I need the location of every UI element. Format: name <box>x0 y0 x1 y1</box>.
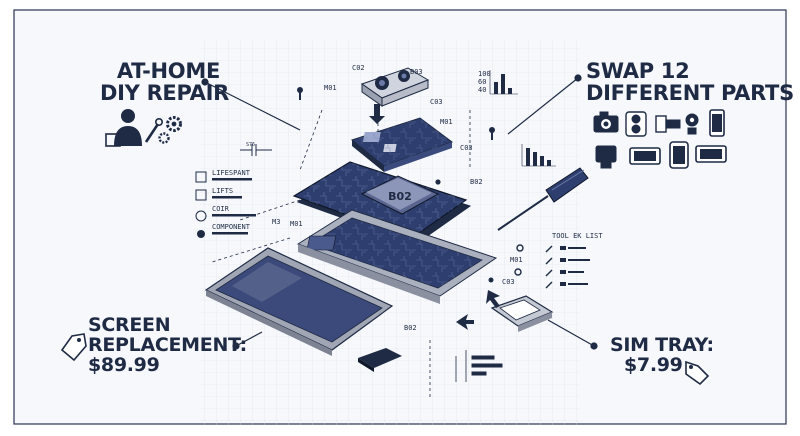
label-c03-right: C03 <box>502 278 515 286</box>
label-c03-top: C03 <box>430 98 443 106</box>
swap-parts-icons <box>593 109 727 169</box>
wrench-icon <box>144 118 164 143</box>
leader-sim <box>547 319 595 347</box>
tool-list-title: TOOL EK LIST <box>552 232 603 240</box>
tool-list: TOOL EK LIST <box>545 232 603 289</box>
clipboard-icon <box>105 133 121 147</box>
camera-icon <box>593 111 619 133</box>
label-m01-right: M01 <box>510 256 523 264</box>
label-c03-mid: C03 <box>460 144 473 152</box>
leader-diy-dot <box>201 78 209 86</box>
screen-callout: SCREEN REPLACEMENT: $89.99 <box>88 314 247 376</box>
legend-lifts: LIFTS <box>212 187 233 195</box>
chip-icon <box>595 145 617 169</box>
swap-line1: SWAP 12 <box>586 59 690 83</box>
phone-icon <box>709 109 725 137</box>
webcam-icon <box>685 113 699 135</box>
label-m3: M3 <box>272 218 280 226</box>
legend-component: COMPONENT <box>212 223 251 231</box>
capacitor-symbol <box>240 144 272 156</box>
label-b02-side: B02 <box>470 178 483 186</box>
gear-icon <box>158 116 182 144</box>
sub-board <box>350 117 454 172</box>
screen-flex <box>358 348 402 368</box>
sim-tray <box>490 295 554 332</box>
arrow-down <box>369 104 385 124</box>
mini-chart: 100 60 40 <box>478 70 556 167</box>
battery-icon <box>195 171 207 183</box>
box-icon <box>195 189 207 201</box>
mini-tick-100: 100 <box>478 70 491 78</box>
clock-icon <box>195 210 207 222</box>
mini-tick-40: 40 <box>478 86 486 94</box>
screen-line2: REPLACEMENT: <box>88 333 247 356</box>
tool-icon-1 <box>545 245 553 253</box>
leader-screen-dot <box>232 342 240 350</box>
diy-line1: AT-HOME <box>116 59 220 83</box>
guide-1 <box>211 237 291 263</box>
dual-camera-icon <box>625 111 647 137</box>
leader-sim-dot <box>590 342 598 350</box>
arrow-small <box>456 314 474 330</box>
legend-bar-1 <box>212 178 252 181</box>
leader-diy <box>204 81 301 131</box>
logic-board <box>292 161 472 245</box>
screw-shaft <box>299 92 301 100</box>
ring-icon <box>516 244 524 252</box>
sim-callout: SIM TRAY: $7.99 <box>610 334 714 376</box>
mini-tick-60: 60 <box>478 78 486 86</box>
screw-icon-2 <box>489 127 495 133</box>
label-c02: C02 <box>352 64 365 72</box>
label-m01-top: M01 <box>324 84 337 92</box>
label-m01-mid: M01 <box>440 118 453 126</box>
phone-landscape-icon <box>629 147 661 165</box>
legend-bar-3 <box>212 214 256 217</box>
price-tag-icon-2 <box>685 360 710 386</box>
legend-bar-4 <box>212 232 248 235</box>
swap-callout: SWAP 12 DIFFERENT PARTS <box>586 60 794 104</box>
label-b03: B03 <box>410 68 423 76</box>
swap-line2: DIFFERENT PARTS <box>586 81 794 106</box>
screwdriver-icon <box>497 167 589 231</box>
arrow-small-2 <box>486 290 500 308</box>
legend: LIFESPANT LIFTS COIR COMPONENT <box>195 169 256 238</box>
diy-line2: DIY REPAIR <box>100 81 229 106</box>
sim-line1: SIM TRAY: <box>610 334 714 356</box>
label-b02-bottom: B02 <box>404 324 417 332</box>
chip-label: B02 <box>388 190 412 203</box>
screen-price: $89.99 <box>88 353 160 376</box>
cable-icon <box>655 115 681 133</box>
screw-icon-3 <box>488 277 494 283</box>
camera-module <box>360 67 430 107</box>
phone-portrait-icon <box>669 141 689 169</box>
ring-icon-2 <box>514 268 522 276</box>
price-tag-icon <box>60 333 87 362</box>
mid-frame <box>296 209 498 304</box>
leader-swap-dot <box>574 74 582 82</box>
guide-2 <box>239 199 301 221</box>
bottom-chart <box>455 350 503 382</box>
legend-bar-2 <box>212 196 242 199</box>
battery-icon-large <box>695 145 727 163</box>
legend-lifespan: LIFESPANT <box>212 169 251 177</box>
leader-screen <box>235 331 263 347</box>
screen-line1: SCREEN <box>88 314 171 336</box>
diy-callout: AT-HOME DIY REPAIR <box>100 59 229 106</box>
gear-icon-small <box>197 230 205 238</box>
sim-price: $7.99 <box>624 353 683 376</box>
leader-swap <box>507 77 579 135</box>
label-m01-left: M01 <box>290 220 303 228</box>
legend-coir: COIR <box>212 205 230 213</box>
screw-icon <box>297 87 303 93</box>
display-panel <box>204 247 394 356</box>
guide-6 <box>299 109 323 171</box>
technician-icon <box>105 109 142 147</box>
label-s76: S76 <box>246 142 255 148</box>
